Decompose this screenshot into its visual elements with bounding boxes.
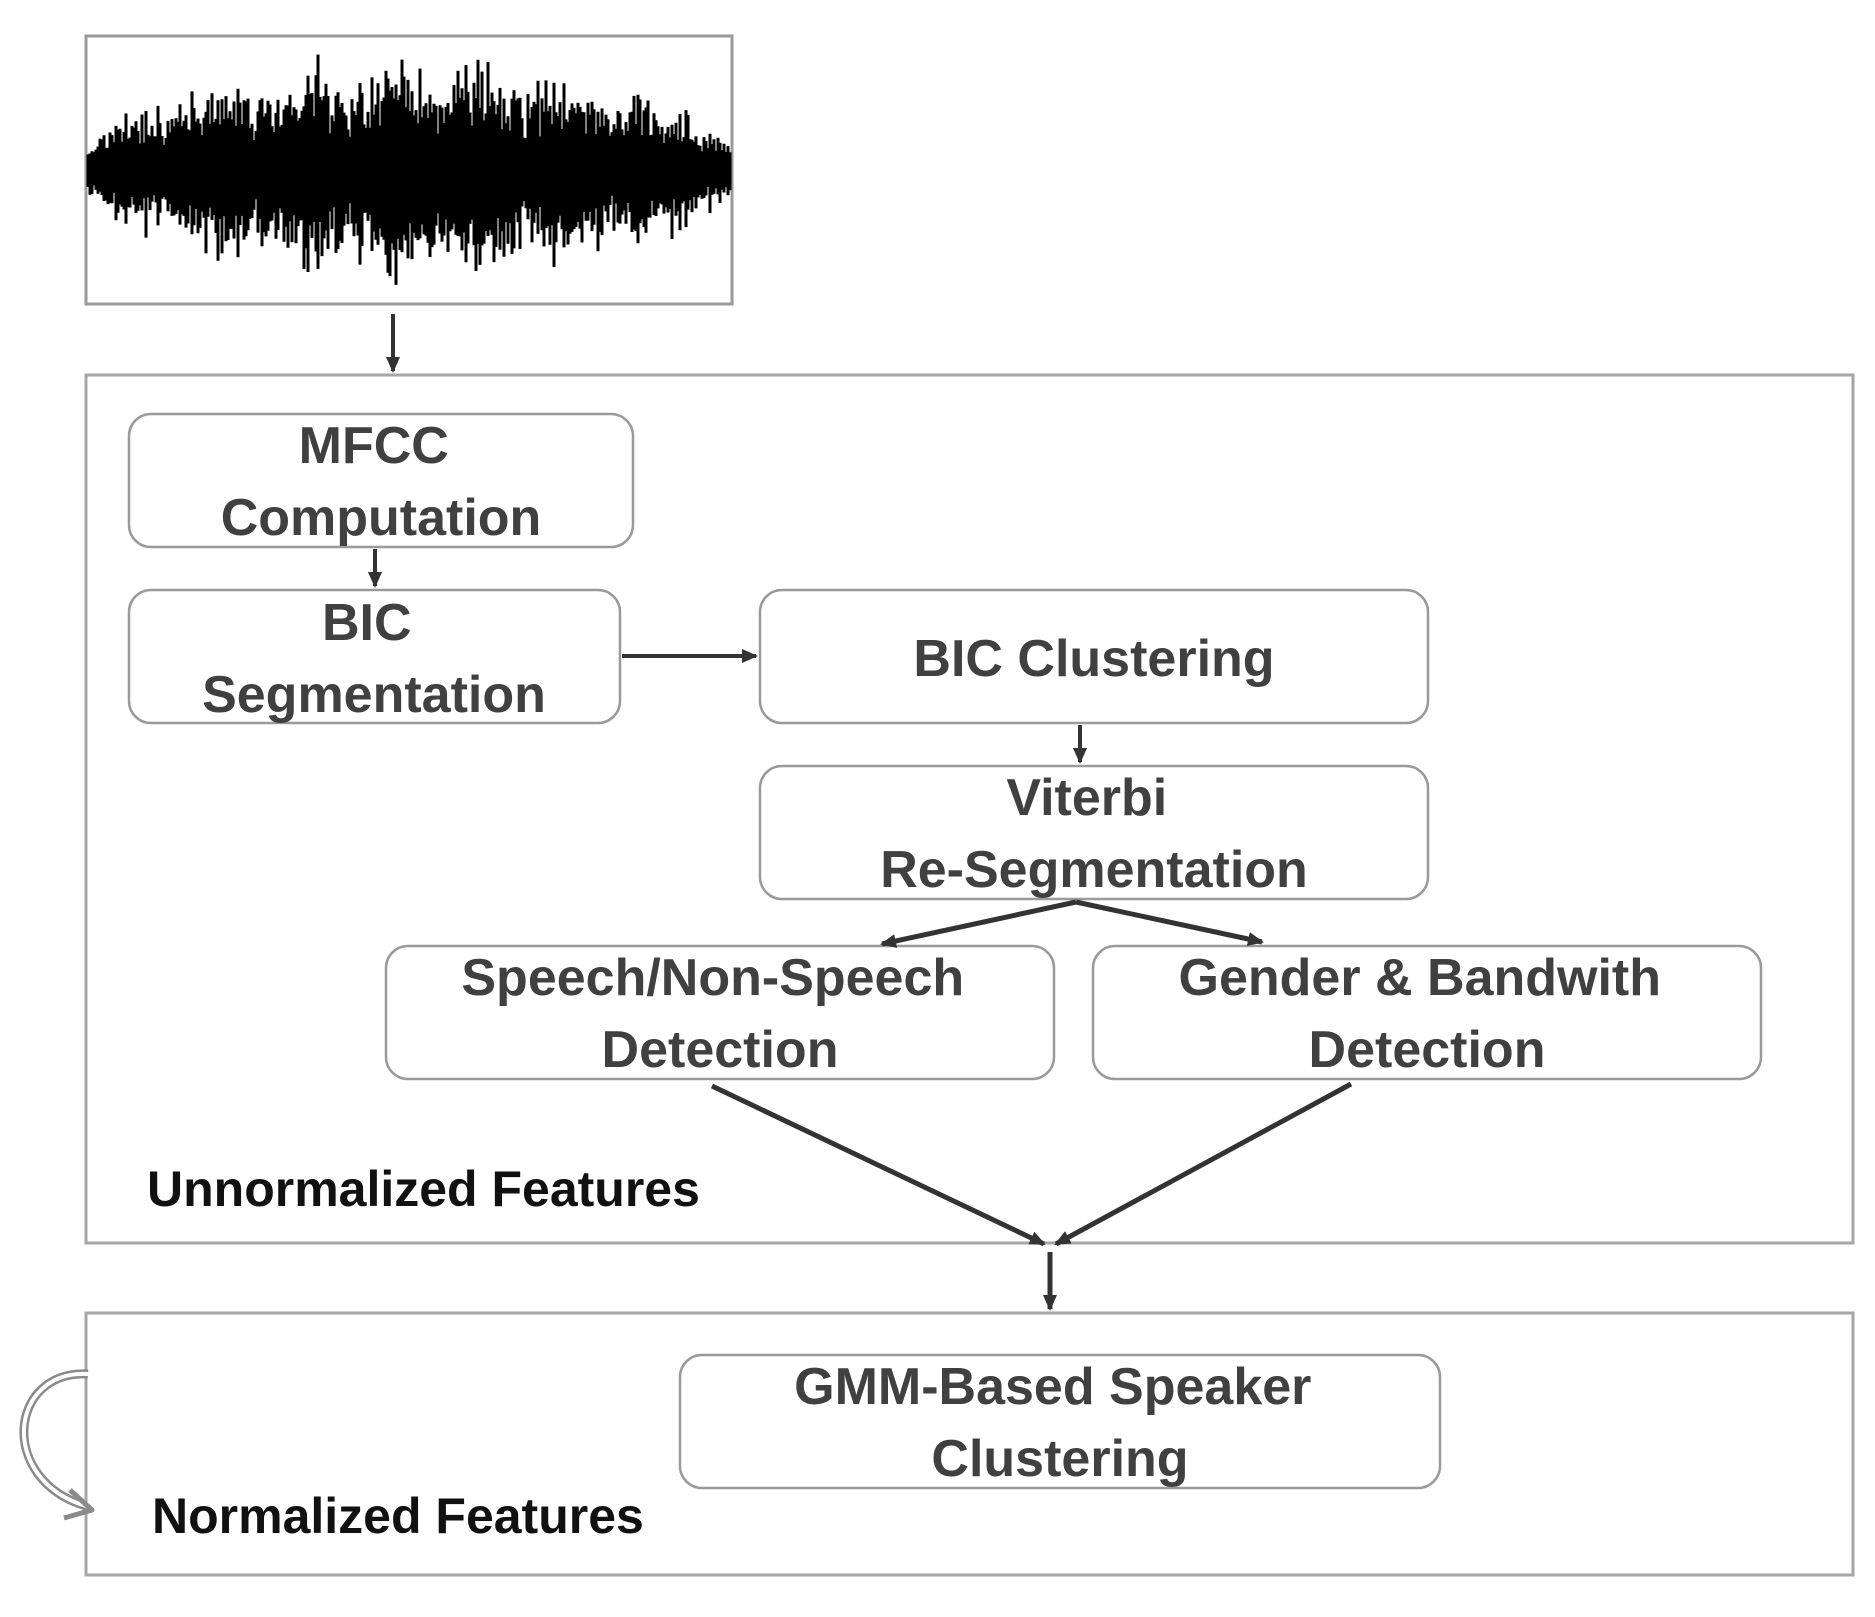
unnormalized-features-container (84, 373, 1855, 1245)
node-gender-detection-line-1: Gender & Bandwith (1179, 949, 1661, 1007)
edge-viterbi-to-speech-detection (880, 899, 1077, 948)
svg-text:Gender & Bandwith Detect: Gender & Bandwith Detection (1179, 949, 1676, 1079)
svg-text:MFCC Computation: MFCC Computation (221, 417, 542, 547)
svg-text:GMM-Based Speaker Cluste: GMM-Based Speaker Clustering (794, 1358, 1326, 1488)
node-gender-detection-line-2: Detection (1309, 1021, 1546, 1079)
node-mfcc-line-1: MFCC (299, 417, 449, 475)
node-viterbi: Viterbi Re-Segmentation (758, 764, 1430, 901)
node-bic-clustering-line-1: BIC Clustering (913, 630, 1274, 688)
normalized-features-container (84, 1311, 1855, 1577)
svg-text:Viterbi Re-Segmentation: Viterbi Re-Segmentation (880, 769, 1308, 899)
node-bic-clustering: BIC Clustering (758, 588, 1430, 725)
node-gender-detection: Gender & Bandwith Detection (1091, 944, 1763, 1081)
svg-text:BIC Segmentation: BIC Segmentation (202, 594, 546, 724)
waveform-icon (86, 54, 732, 285)
node-speech-detection-line-2: Detection (602, 1021, 839, 1079)
node-mfcc-line-2: Computation (221, 489, 542, 547)
node-bic-segmentation-line-1: BIC (322, 594, 412, 652)
node-viterbi-line-1: Viterbi (1006, 769, 1167, 827)
svg-text:BIC Clustering: BIC Clustering (913, 630, 1274, 688)
feedback-loop-arrow (19, 1369, 95, 1521)
node-bic-segmentation-line-2: Segmentation (202, 666, 546, 724)
svg-text:Speech/Non-Speech Detect: Speech/Non-Speech Detection (461, 949, 978, 1079)
node-speech-detection-line-1: Speech/Non-Speech (461, 949, 964, 1007)
normalized-features-label: Normalized Features (152, 1488, 644, 1544)
node-speech-detection: Speech/Non-Speech Detection (384, 944, 1056, 1081)
node-gmm-clustering-line-1: GMM-Based Speaker (794, 1358, 1311, 1416)
edge-speech-detection-to-merge (710, 1083, 1046, 1247)
node-viterbi-line-2: Re-Segmentation (880, 841, 1308, 899)
node-mfcc: MFCC Computation (127, 412, 635, 549)
node-gmm-clustering: GMM-Based Speaker Clustering (678, 1353, 1442, 1490)
node-bic-segmentation: BIC Segmentation (127, 588, 622, 725)
node-gmm-clustering-line-2: Clustering (931, 1430, 1188, 1488)
edge-gender-detection-to-merge (1054, 1081, 1353, 1247)
unnormalized-features-label: Unnormalized Features (147, 1161, 700, 1217)
waveform-image (84, 34, 734, 306)
edge-viterbi-to-gender-detection (1075, 899, 1264, 946)
